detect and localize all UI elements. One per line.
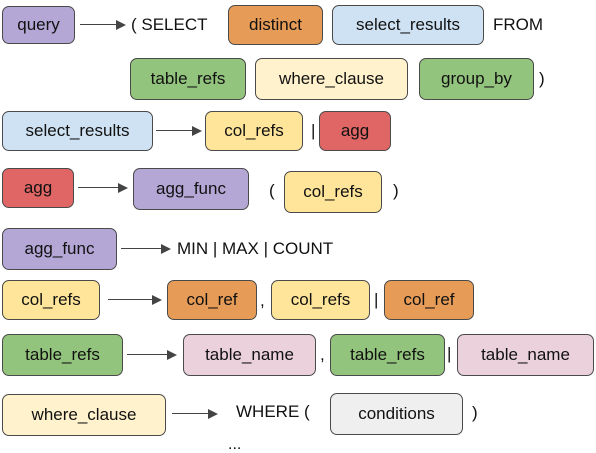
col-refs-lhs: col_refs (2, 280, 100, 320)
where-clause-lhs: where_clause (2, 394, 166, 436)
conditions-node: conditions (330, 393, 463, 435)
arrow-icon (127, 350, 177, 360)
where-clause-node: where_clause (255, 58, 408, 100)
agg-node: agg (319, 111, 391, 151)
col-ref-node: col_ref (384, 280, 474, 320)
table-refs-lhs: table_refs (2, 334, 123, 376)
comma: , (320, 345, 325, 364)
col-refs-node: col_refs (271, 280, 370, 320)
alternative-bar: | (447, 344, 452, 363)
distinct-node: distinct (228, 5, 323, 45)
arrow-icon (108, 295, 162, 305)
table-refs-node: table_refs (330, 334, 445, 376)
select-keyword: ( SELECT (131, 15, 208, 34)
col-refs-node: col_refs (284, 171, 382, 213)
arrow-icon (156, 126, 202, 136)
table-name-node: table_name (457, 334, 594, 376)
arrow-icon (78, 183, 128, 193)
open-paren: ( (269, 181, 275, 200)
close-paren: ) (472, 403, 478, 422)
agg-func-node: agg_func (133, 168, 249, 210)
table-name-node: table_name (183, 334, 316, 376)
alternative-bar: | (374, 290, 379, 309)
arrow-icon (80, 20, 126, 30)
arrow-icon (172, 409, 218, 419)
select-results-lhs: select_results (2, 111, 153, 151)
alternative-bar: | (311, 121, 316, 140)
where-keyword: WHERE ( (236, 402, 310, 421)
ellipsis: ... (228, 436, 242, 453)
comma: , (260, 291, 265, 310)
query-label: query (17, 15, 60, 34)
close-paren: ) (393, 181, 399, 200)
select-results-node: select_results (332, 5, 484, 45)
agg-lhs: agg (2, 168, 74, 208)
group-by-node: group_by (419, 58, 534, 100)
from-keyword: FROM (493, 15, 544, 34)
agg-func-lhs: agg_func (2, 228, 117, 270)
agg-functions-text: MIN | MAX | COUNT (177, 239, 334, 258)
query-node: query (2, 6, 75, 44)
table-refs-node: table_refs (130, 58, 246, 100)
col-ref-node: col_ref (167, 280, 257, 320)
close-paren: ) (539, 69, 545, 88)
col-refs-node: col_refs (205, 111, 303, 151)
arrow-icon (121, 244, 171, 254)
